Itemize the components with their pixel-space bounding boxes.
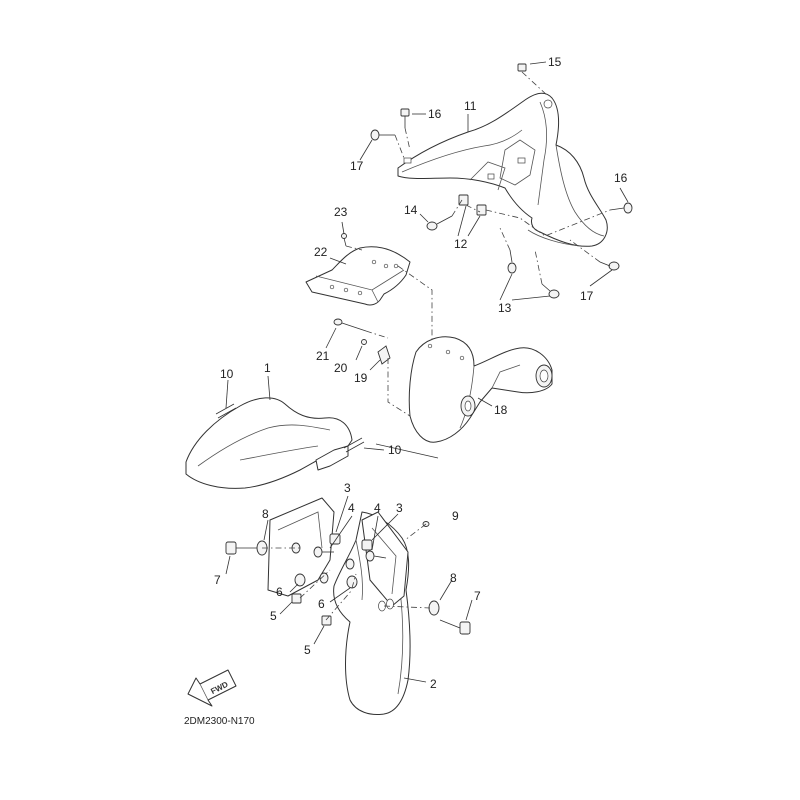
inner-rear-fender: [408, 336, 553, 443]
bolt-7a: [225, 541, 262, 555]
callout-6a: 6: [276, 585, 283, 599]
screw-16a: [400, 108, 410, 128]
callout-13: 13: [498, 301, 512, 315]
clip-6a: [294, 573, 306, 587]
screw-17b: [599, 261, 620, 271]
bolt-13a: [507, 249, 517, 274]
bolt-14: [426, 215, 453, 231]
callout-16b: 16: [614, 171, 628, 185]
callout-labels: 15 16 11 17 16 14 12 13 17 23 22 21 20 1…: [214, 55, 628, 691]
callout-1: 1: [264, 361, 271, 375]
callout-18: 18: [494, 403, 508, 417]
callout-10b: 10: [388, 443, 402, 457]
grommet-4b: [365, 550, 387, 562]
callout-23: 23: [334, 205, 348, 219]
callout-10a: 10: [220, 367, 234, 381]
screw-17a: [370, 129, 395, 141]
clip-10b: [343, 437, 365, 453]
callout-19: 19: [354, 371, 368, 385]
callout-leaders: [225, 61, 629, 683]
callout-5b: 5: [304, 643, 311, 657]
callout-7a: 7: [214, 573, 221, 587]
callout-14: 14: [404, 203, 418, 217]
callout-8a: 8: [262, 507, 269, 521]
screw-16b: [609, 202, 633, 214]
callout-9: 9: [452, 509, 459, 523]
nut-3b: [361, 539, 373, 551]
bolt-13b: [541, 283, 560, 299]
clip-19: [377, 345, 391, 365]
callout-12: 12: [454, 237, 468, 251]
callout-2: 2: [430, 677, 437, 691]
screw-23: [341, 233, 347, 247]
rear-fender-upper: [397, 92, 608, 247]
collar-8b: [428, 600, 440, 616]
assembly-lines: [262, 71, 611, 621]
callout-4a: 4: [348, 501, 355, 515]
washer-20: [361, 339, 367, 345]
callout-5a: 5: [270, 609, 277, 623]
callout-11: 11: [464, 99, 477, 113]
fwd-arrow-icon: FWD: [187, 669, 237, 707]
callout-7b: 7: [474, 589, 481, 603]
callout-4b: 4: [374, 501, 381, 515]
bolt-7b: [439, 619, 471, 635]
callout-8b: 8: [450, 571, 457, 585]
clip-6b: [346, 575, 358, 589]
callout-20: 20: [334, 361, 348, 375]
clip-10a: [215, 403, 237, 419]
callout-21: 21: [316, 349, 330, 363]
nut-12a: [458, 194, 469, 206]
callout-17b: 17: [580, 289, 594, 303]
bolt-21: [333, 318, 367, 332]
diagram-code: 2DM2300-N170: [184, 716, 255, 727]
callout-22: 22: [314, 245, 328, 259]
callout-6b: 6: [318, 597, 325, 611]
grommet-4a: [313, 546, 334, 558]
mounting-bracket-plate: [305, 246, 411, 306]
callout-3b: 3: [396, 501, 403, 515]
front-fender-cover: [185, 397, 353, 489]
nut-5a: [291, 593, 302, 604]
callout-17a: 17: [350, 159, 364, 173]
callout-15: 15: [548, 55, 562, 69]
nut-5b: [321, 615, 332, 626]
callout-16a: 16: [428, 107, 442, 121]
nut-12b: [476, 204, 487, 216]
nut-15: [517, 63, 527, 72]
callout-3a: 3: [344, 481, 351, 495]
